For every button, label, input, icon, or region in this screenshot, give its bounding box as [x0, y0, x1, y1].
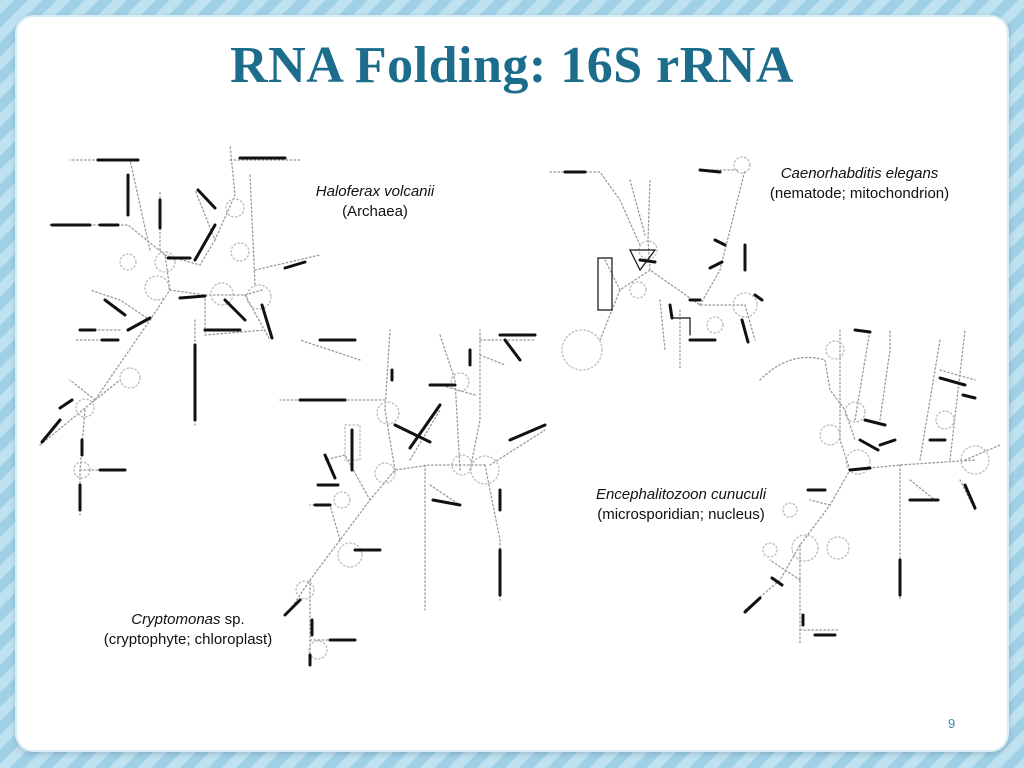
structure-cryptomonas	[279, 329, 547, 667]
caption-cryptomonas: Cryptomonas sp. (cryptophyte; chloroplas…	[78, 610, 298, 650]
species-name-cryptomonas: Cryptomonas	[131, 611, 221, 628]
species-note-haloferax: (Archaea)	[342, 203, 408, 220]
species-name-encephalitozoon: Encephalitozoon cunuculi	[595, 486, 767, 503]
caption-caenorhabditis: Caenorhabditis elegans (nematode; mitoch…	[742, 164, 977, 204]
species-note-caenorhabditis: (nematode; mitochondrion)	[769, 185, 950, 202]
species-suffix-cryptomonas: sp.	[220, 611, 245, 628]
slide-title: RNA Folding: 16S rRNA	[230, 37, 794, 94]
structure-haloferax	[39, 144, 321, 516]
structure-encephalitozoon	[743, 328, 1001, 646]
slide-panel	[17, 17, 1007, 750]
page-number: 9	[948, 716, 956, 731]
species-name-haloferax: Haloferax volcanii	[315, 183, 435, 200]
species-note-cryptomonas: (cryptophyte; chloroplast)	[103, 631, 273, 648]
caption-haloferax: Haloferax volcanii (Archaea)	[290, 182, 460, 222]
species-note-encephalitozoon: (microsporidian; nucleus)	[597, 506, 765, 523]
structure-caenorhabditis	[549, 156, 764, 371]
caption-encephalitozoon: Encephalitozoon cunuculi (microsporidian…	[566, 485, 796, 525]
species-name-caenorhabditis: Caenorhabditis elegans	[780, 165, 939, 182]
